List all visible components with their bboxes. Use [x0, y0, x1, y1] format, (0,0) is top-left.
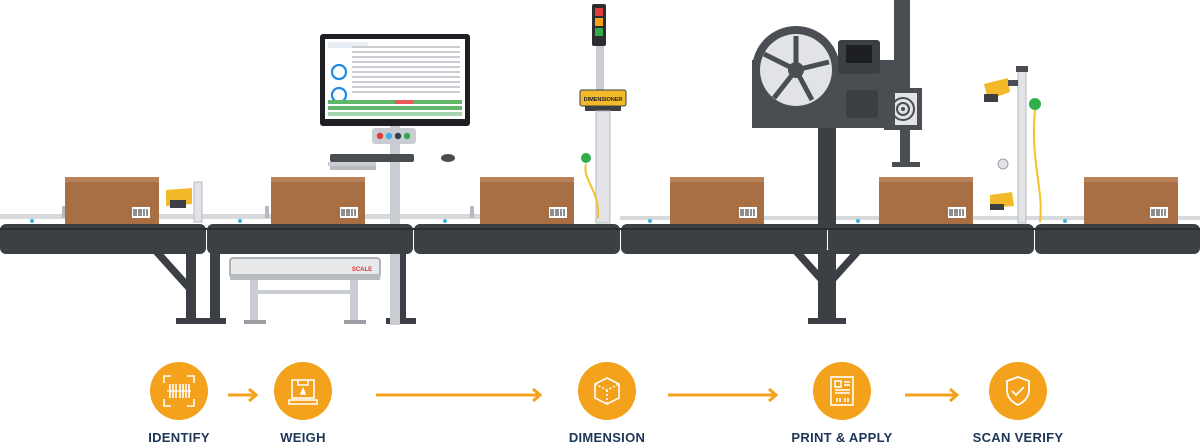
weigh-scale: SCALE [229, 257, 381, 324]
conveyor-line-illustration: SCALE [0, 0, 1200, 325]
step-label: SCAN VERIFY [972, 430, 1064, 445]
package-box [65, 177, 159, 225]
flow-arrow [376, 388, 543, 402]
step-label: IDENTIFY [148, 430, 210, 445]
conveyor-legs [150, 250, 864, 324]
step-weigh: WEIGH [228, 362, 378, 448]
shield-check-icon [1006, 376, 1030, 407]
barcode-scan-icon [163, 375, 195, 407]
conveyor-belt [0, 219, 1200, 254]
flow-arrow [668, 388, 779, 402]
label-print-icon [830, 376, 854, 406]
flow-arrow [905, 388, 960, 402]
step-print-apply: PRINT & APPLY [767, 362, 917, 448]
package-boxes [65, 177, 1178, 225]
scale-tag: SCALE [352, 267, 372, 273]
step-identify: IDENTIFY [104, 362, 254, 448]
dimensioner: DIMENSIONER [579, 4, 627, 224]
step-icon-circle [274, 362, 332, 420]
scale-weight-icon [288, 379, 318, 405]
step-scan-verify: SCAN VERIFY [943, 362, 1093, 448]
step-label: DIMENSION [568, 430, 646, 445]
scan-verify-station [984, 66, 1042, 224]
package-box [670, 177, 764, 225]
step-icon-circle [578, 362, 636, 420]
print-apply-machine [752, 0, 922, 228]
cube-dimension-icon [594, 377, 620, 405]
step-icon-circle [989, 362, 1047, 420]
step-label: PRINT & APPLY [791, 430, 893, 445]
step-icon-circle [813, 362, 871, 420]
package-box [480, 177, 574, 225]
step-label: WEIGH [280, 430, 326, 445]
identify-scanner [166, 181, 203, 223]
step-dimension: DIMENSION [532, 362, 682, 448]
step-icon-circle [150, 362, 208, 420]
flow-arrow [228, 388, 259, 402]
package-box [879, 177, 973, 225]
workstation [320, 34, 470, 325]
package-box [1084, 177, 1178, 225]
package-box [271, 177, 365, 225]
dimensioner-tag: DIMENSIONER [584, 97, 623, 103]
